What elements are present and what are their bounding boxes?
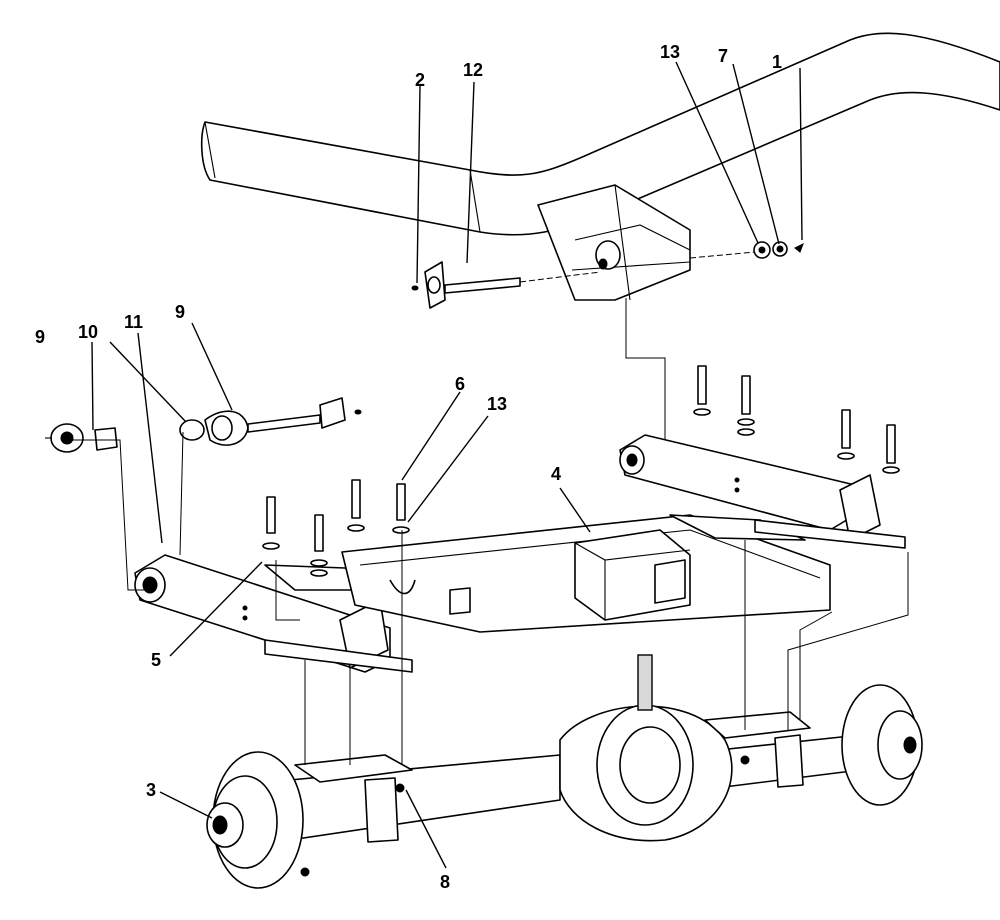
right-control-arm: [619, 434, 906, 549]
callout-8: 8: [440, 872, 450, 892]
frame-bracket: [537, 184, 691, 301]
alignment-lines: [67, 298, 909, 765]
callout-7: 7: [718, 46, 728, 66]
callout-1: 1: [772, 52, 782, 72]
callout-9-left: 9: [35, 327, 45, 347]
callout-13-mid: 13: [487, 394, 507, 414]
crossmember: [341, 514, 831, 633]
upper-pivot-bolt: [411, 261, 601, 309]
rear-axle: [206, 654, 923, 889]
callout-12: 12: [463, 60, 483, 80]
upper-washer-nut: [689, 241, 804, 259]
callout-11: 11: [124, 312, 143, 332]
callout-5: 5: [151, 650, 161, 670]
left-arm-bolts: [262, 479, 410, 577]
callout-10: 10: [78, 322, 98, 342]
left-bushing-set: [45, 397, 362, 453]
callout-13-top: 13: [660, 42, 680, 62]
callout-2: 2: [415, 70, 425, 90]
callout-3: 3: [146, 780, 156, 800]
callout-4: 4: [551, 464, 561, 484]
callout-6: 6: [455, 374, 465, 394]
right-arm-bolts: [693, 365, 900, 474]
callout-leaders: [91, 61, 803, 869]
callout-labels: 1 2 3 4 5 6 7 8 9 9 10 11 12 13 13: [35, 42, 782, 892]
callout-9-right: 9: [175, 302, 185, 322]
